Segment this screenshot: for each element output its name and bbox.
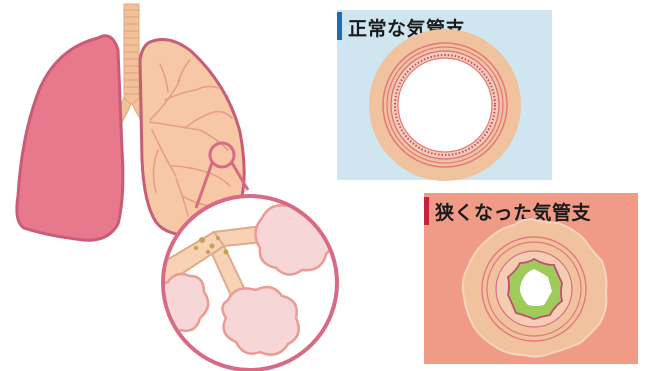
narrowed-bronchus-cross-section (424, 193, 638, 364)
normal-bronchus-cross-section (337, 10, 552, 180)
normal-bronchus-panel: 正常な気管支 (337, 10, 552, 180)
narrowed-bronchus-panel: 狭くなった気管支 (424, 193, 638, 364)
left-lung (17, 36, 123, 240)
